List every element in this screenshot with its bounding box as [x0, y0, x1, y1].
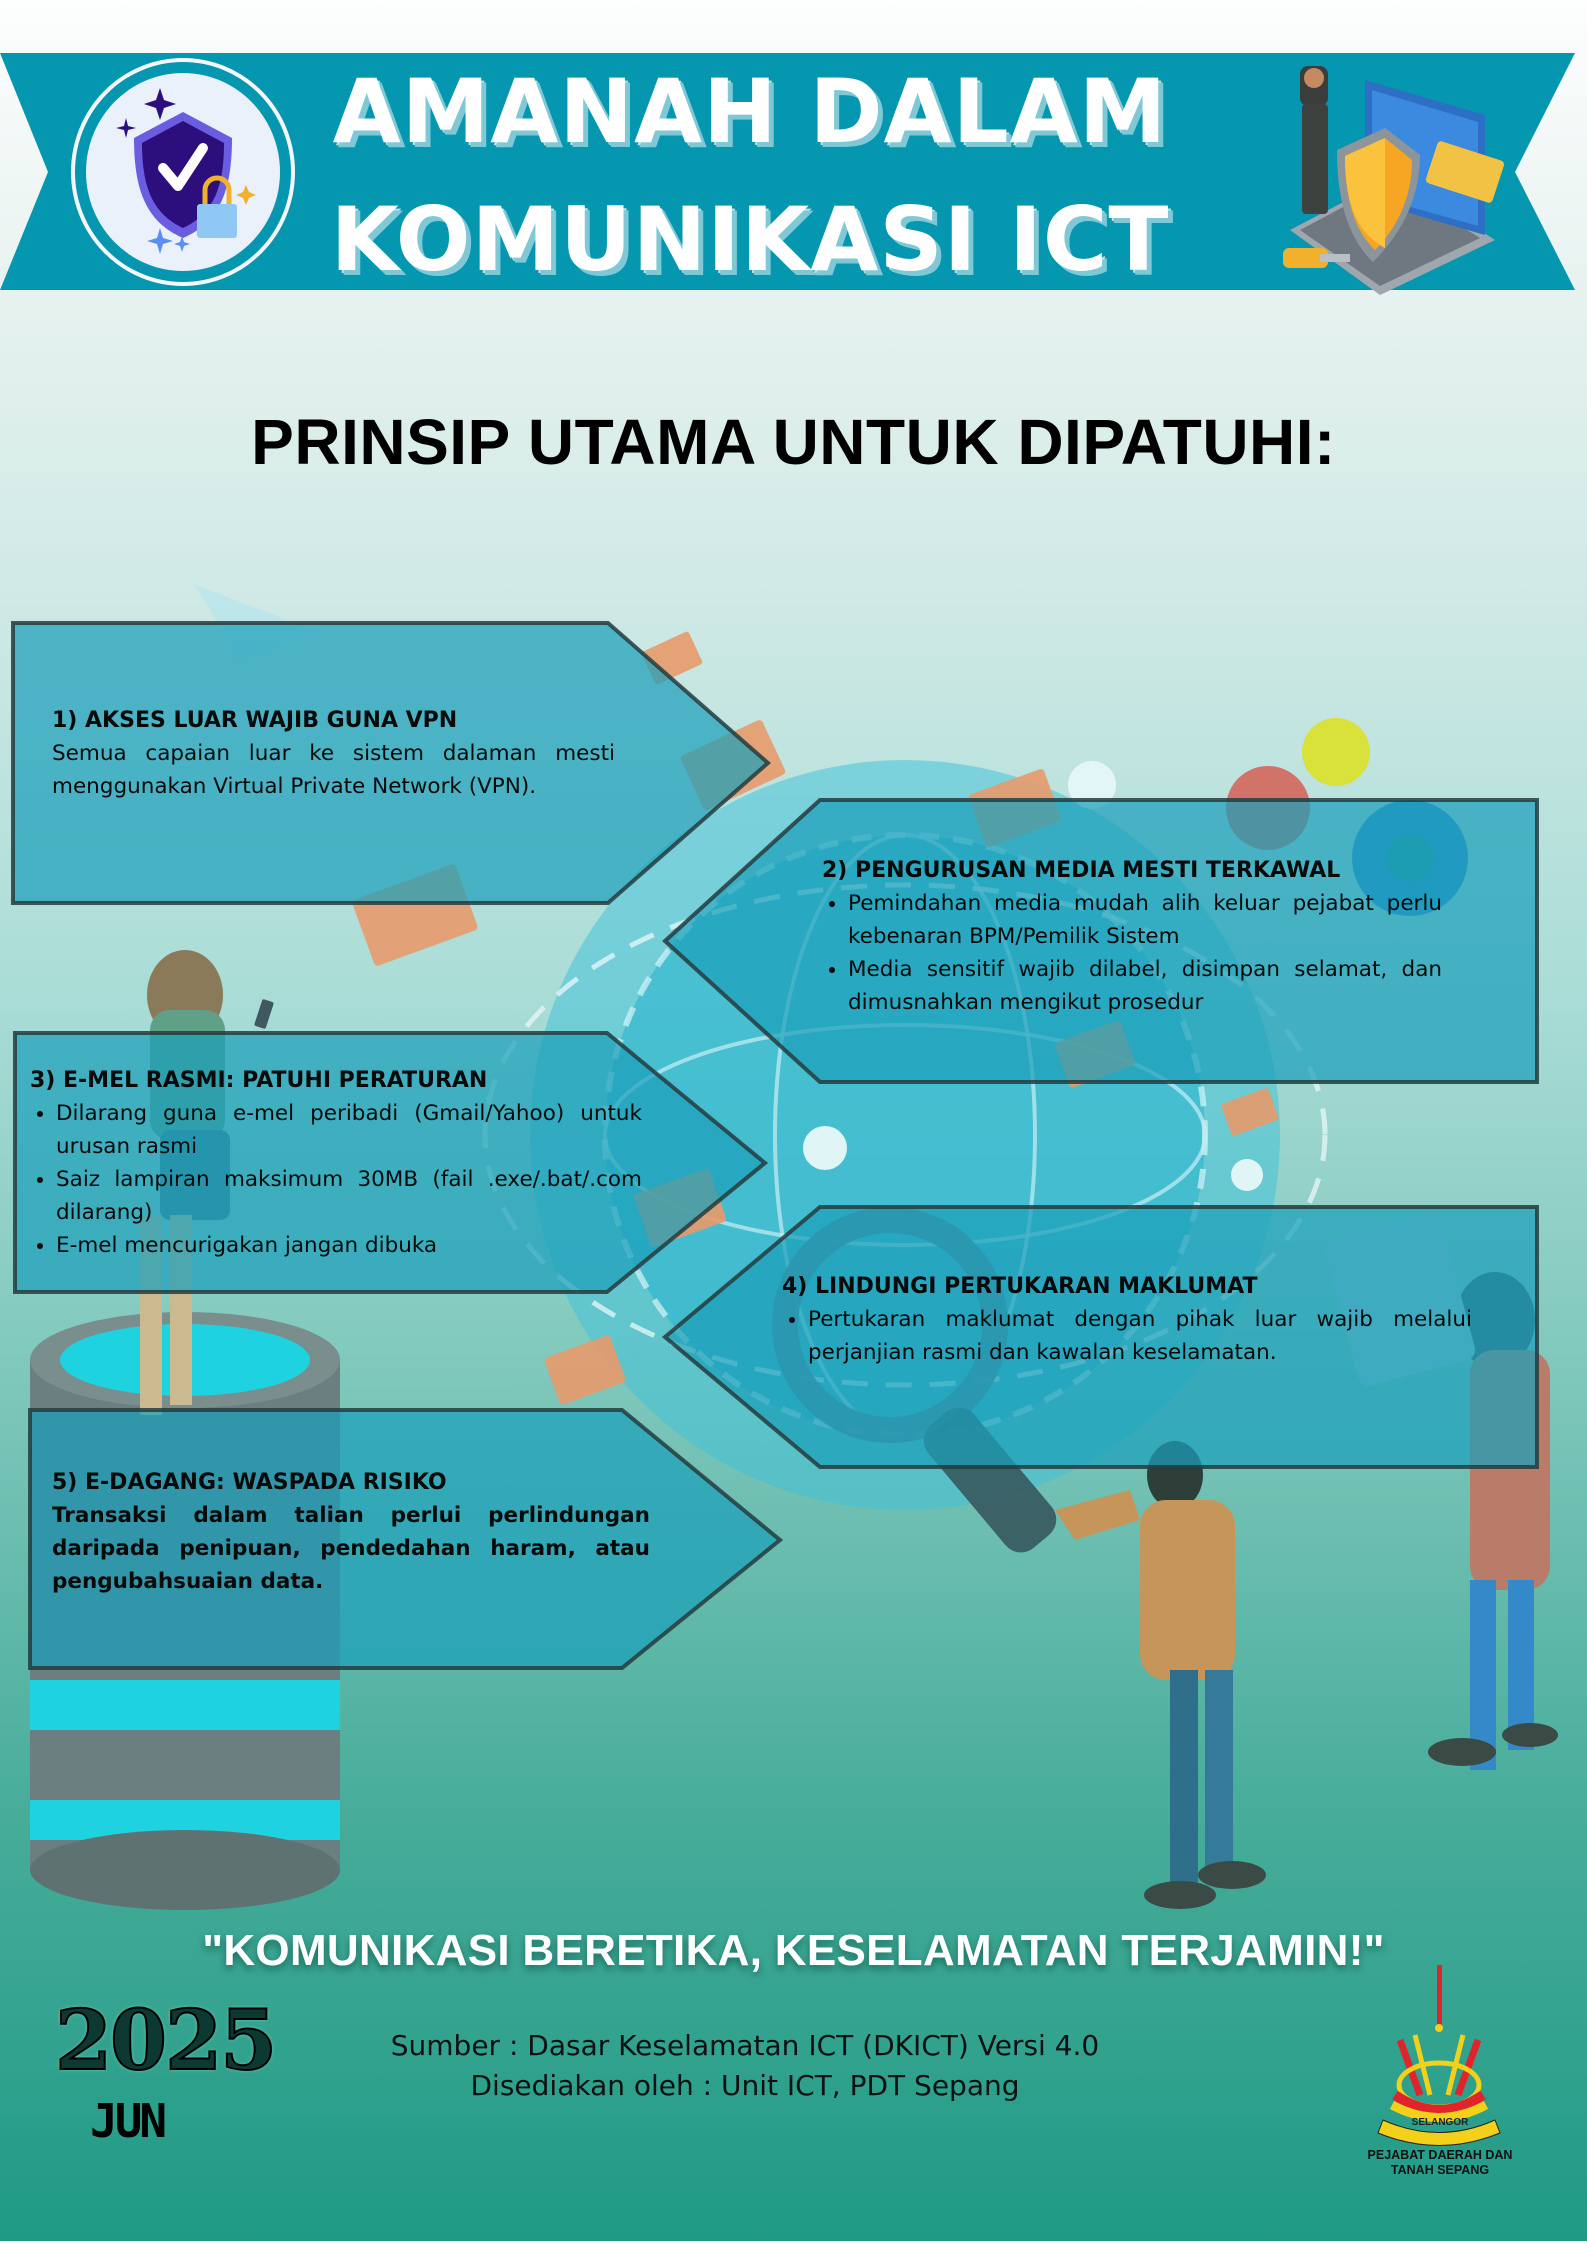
- man-holding-magnifier-illustration: [1055, 1441, 1266, 1909]
- principle-box-shapes: [11, 621, 1539, 1670]
- emblem-caption-line-2: TANAH SEPANG: [1390, 2163, 1490, 2177]
- bottom-edge: [0, 2241, 1587, 2245]
- title-banner: [0, 53, 1575, 290]
- year-label: 2025: [54, 1993, 278, 2089]
- box-1-shape: [11, 621, 772, 905]
- principle-3: 3) E-MEL RASMI: PATUHI PERATURAN Dilaran…: [30, 1064, 642, 1262]
- security-agent-laptop-shield-illustration: [1283, 66, 1505, 295]
- principle-4-list: Pertukaran maklumat dengan pihak luar wa…: [782, 1303, 1472, 1369]
- emblem-caption-line-1: PEJABAT DAERAH DAN: [1367, 2148, 1513, 2162]
- section-heading: PRINSIP UTAMA UNTUK DIPATUHI:: [251, 406, 1336, 478]
- selangor-emblem-logo: [1377, 1965, 1501, 2146]
- principle-5-body: Transaksi dalam talian perlui perlindung…: [52, 1503, 650, 1594]
- principle-2-list: Pemindahan media mudah alih keluar pejab…: [822, 887, 1442, 1019]
- principle-3-title: 3) E-MEL RASMI: PATUHI PERATURAN: [30, 1068, 488, 1093]
- principle-1-title: 1) AKSES LUAR WAJIB GUNA VPN: [52, 708, 458, 733]
- source-credits: Sumber : Dasar Keselamatan ICT (DKICT) V…: [300, 2026, 1190, 2106]
- banner-title-line-2: KOMUNIKASI ICT: [330, 188, 1170, 291]
- month-label: JUN: [90, 2094, 167, 2148]
- emblem-caption: PEJABAT DAERAH DAN TANAH SEPANG: [1350, 2148, 1530, 2178]
- box-3-shape: [13, 1031, 769, 1294]
- principle-3-bullet-2: Saiz lampiran maksimum 30MB (fail .exe/.…: [56, 1163, 642, 1229]
- principle-5-title: 5) E-DAGANG: WASPADA RISIKO: [52, 1470, 447, 1495]
- principle-3-list: Dilarang guna e-mel peribadi (Gmail/Yaho…: [30, 1097, 642, 1262]
- shield-check-lock-icon: [71, 58, 295, 286]
- principle-4-bullet-1: Pertukaran maklumat dengan pihak luar wa…: [808, 1303, 1472, 1369]
- principle-1-body: Semua capaian luar ke sistem dalaman mes…: [52, 741, 615, 799]
- principle-2-title: 2) PENGURUSAN MEDIA MESTI TERKAWAL: [822, 858, 1341, 883]
- banner-title-line-1: AMANAH DALAM: [332, 60, 1168, 163]
- prepared-by-line: Disediakan oleh : Unit ICT, PDT Sepang: [470, 2069, 1020, 2102]
- box-4-shape: [661, 1205, 1539, 1469]
- principle-2: 2) PENGURUSAN MEDIA MESTI TERKAWAL Pemin…: [822, 854, 1442, 1019]
- principle-3-bullet-1: Dilarang guna e-mel peribadi (Gmail/Yaho…: [56, 1097, 642, 1163]
- principle-5: 5) E-DAGANG: WASPADA RISIKO Transaksi da…: [52, 1466, 650, 1598]
- principle-4-title: 4) LINDUNGI PERTUKARAN MAKLUMAT: [782, 1274, 1258, 1299]
- slogan: "KOMUNIKASI BERETIKA, KESELAMATAN TERJAM…: [202, 1926, 1385, 1975]
- principle-2-bullet-1: Pemindahan media mudah alih keluar pejab…: [848, 887, 1442, 953]
- source-line: Sumber : Dasar Keselamatan ICT (DKICT) V…: [390, 2029, 1100, 2062]
- box-2-shape: [662, 798, 1539, 1084]
- principle-1: 1) AKSES LUAR WAJIB GUNA VPN Semua capai…: [52, 704, 615, 803]
- principle-3-bullet-3: E-mel mencurigakan jangan dibuka: [56, 1229, 642, 1262]
- principle-2-bullet-2: Media sensitif wajib dilabel, disimpan s…: [848, 953, 1442, 1019]
- box-5-shape: [28, 1408, 784, 1670]
- principle-4: 4) LINDUNGI PERTUKARAN MAKLUMAT Pertukar…: [782, 1270, 1472, 1369]
- emblem-ribbon-text: SELANGOR: [1411, 2117, 1469, 2128]
